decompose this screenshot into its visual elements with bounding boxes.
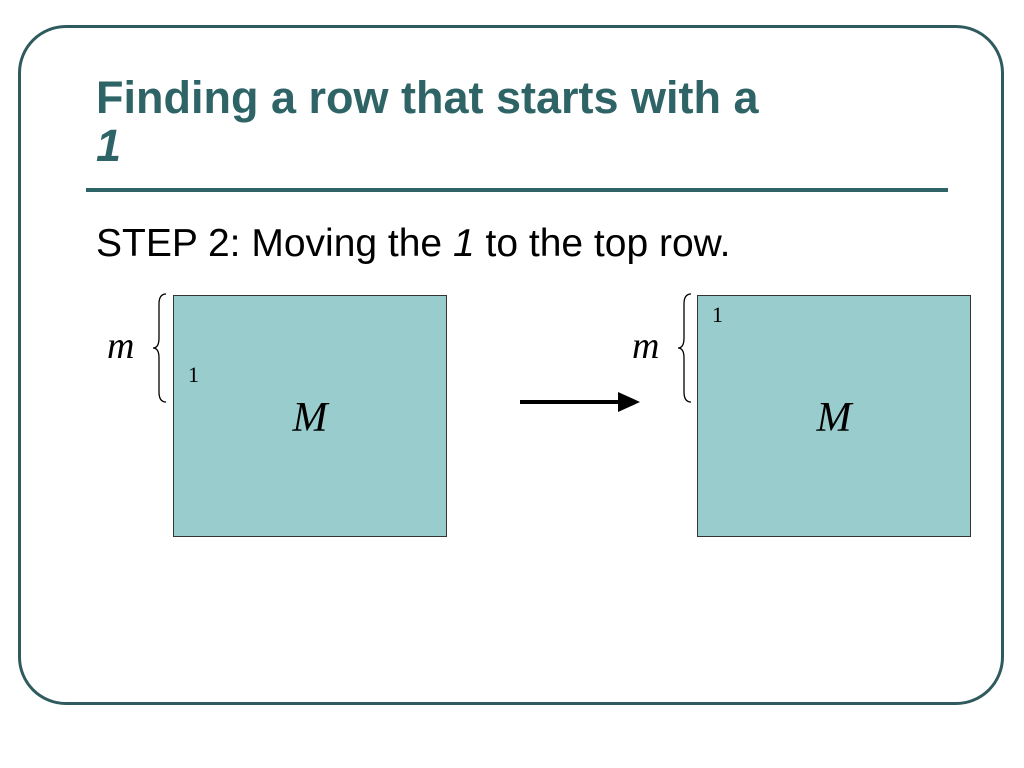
after-row-count-label: m (632, 325, 660, 367)
arrow-right-icon (520, 392, 640, 412)
slide-title: Finding a row that starts with a 1 (96, 74, 956, 170)
before-row-count-label: m (107, 325, 135, 367)
before-matrix-label: M (292, 395, 328, 441)
step-suffix: to the top row. (474, 222, 731, 265)
slide-frame (18, 25, 1004, 705)
after-matrix: 1 M (697, 295, 971, 537)
after-one-label: 1 (712, 302, 723, 327)
title-italic-text: 1 (96, 120, 122, 171)
step-text: STEP 2: Moving the 1 to the top row. (96, 222, 731, 266)
title-main-text: Finding a row that starts with a (96, 72, 759, 123)
before-matrix: 1 M (173, 295, 447, 537)
after-matrix-label: M (816, 395, 852, 441)
step-prefix: STEP 2: Moving the (96, 222, 453, 265)
title-underline (86, 188, 948, 192)
before-brace (152, 293, 167, 403)
after-brace (677, 293, 692, 403)
step-italic: 1 (452, 222, 475, 265)
before-one-label: 1 (188, 362, 199, 387)
